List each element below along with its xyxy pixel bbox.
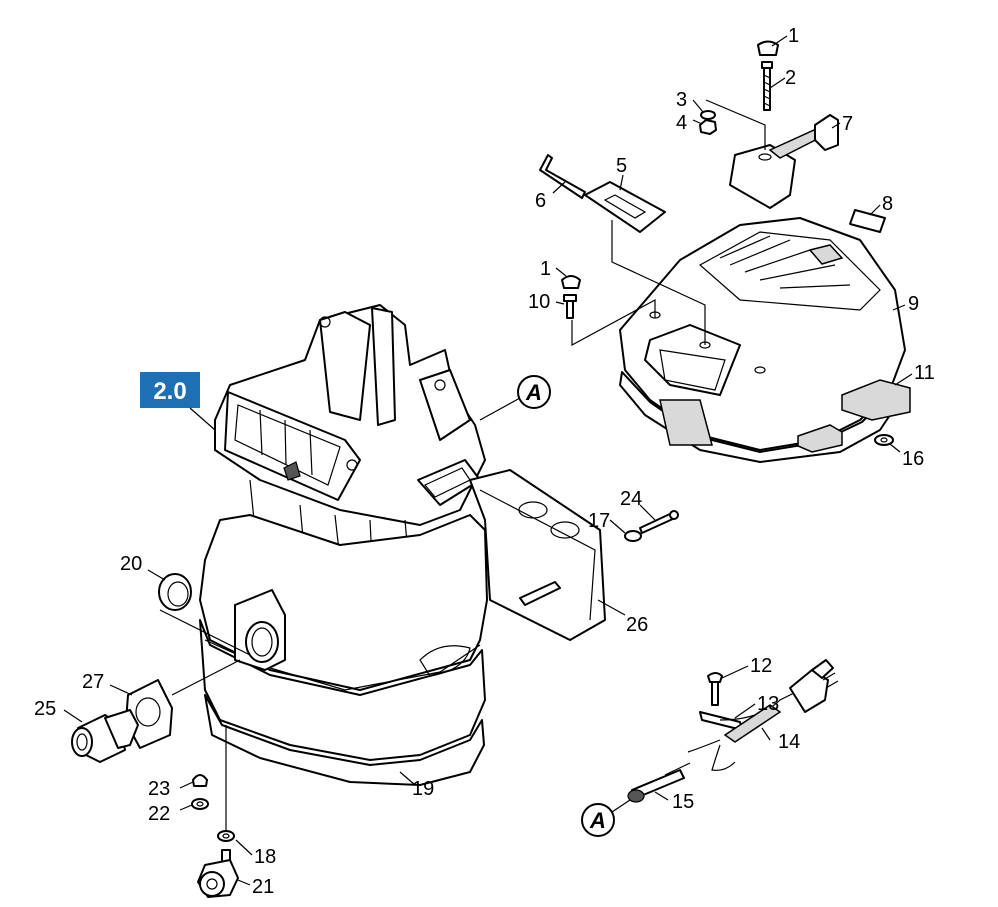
part-label-20: 20: [120, 553, 142, 575]
cable-plug-14: [687, 659, 839, 771]
part-labels: 1 2 3 4 7 5 6 8 1 10 9 11 16 24 17 26 20…: [34, 25, 935, 898]
ref-marker-top: A: [517, 375, 551, 409]
washer-part-16: [874, 434, 894, 446]
assembly-line-pad: [611, 220, 706, 345]
handle-part-7: [729, 114, 839, 209]
ref-A-leader-top: [479, 397, 521, 421]
ring-part-20: [158, 573, 192, 611]
section-badge: 2.0: [140, 372, 200, 408]
part-label-25: 25: [34, 698, 56, 720]
part-label-26: 26: [626, 614, 648, 636]
washer-nut-3-4: [699, 110, 717, 135]
part-label-12: 12: [750, 655, 772, 677]
part-label-13: 13: [757, 693, 779, 715]
castor-assembly: [191, 774, 239, 898]
part-label-18: 18: [254, 846, 276, 868]
part-label-2: 2: [785, 67, 796, 89]
ref-marker-bottom-leader: [611, 799, 631, 813]
cover-part-9: [619, 217, 906, 463]
connector-part-25: [71, 709, 139, 763]
part-label-9: 9: [908, 293, 919, 315]
part-label-6: 6: [535, 190, 546, 212]
section-badge-box: [140, 372, 200, 408]
ring-assembly-line: [159, 609, 251, 656]
ref-marker-top-text: A: [525, 380, 542, 405]
part-label-5: 5: [616, 155, 627, 177]
part-label-22: 22: [148, 803, 170, 825]
tank-part-19: [199, 514, 488, 786]
holder-part-26: [469, 469, 606, 641]
part-label-27: 27: [82, 671, 104, 693]
part-label-15: 15: [672, 791, 694, 813]
pin-part-15: [627, 762, 691, 803]
assembly-line-screw: [571, 298, 656, 347]
assembly-line-top: [705, 99, 766, 150]
ref-marker-bottom-text: A: [589, 808, 606, 833]
part-label-1-top: 1: [788, 25, 799, 47]
section-badge-text: 2.0: [153, 378, 186, 405]
pad-part-5: [584, 181, 666, 233]
part-label-14: 14: [778, 731, 800, 753]
label-part-8: [849, 209, 886, 233]
part-label-8: 8: [882, 193, 893, 215]
part-label-16: 16: [902, 448, 924, 470]
hexkey-part-6: [539, 154, 586, 199]
part-label-10: 10: [528, 291, 550, 313]
part-label-11: 11: [914, 362, 935, 384]
part-label-19: 19: [412, 778, 434, 800]
gasket-assembly-line: [171, 659, 241, 696]
part-label-23: 23: [148, 778, 170, 800]
holder-leader: [597, 599, 626, 616]
part-label-4: 4: [676, 112, 687, 134]
part-label-7: 7: [842, 113, 853, 135]
part-label-1-mid: 1: [540, 258, 551, 280]
part-label-3: 3: [676, 89, 687, 111]
label-leaders: [63, 35, 913, 886]
screw-washer-24-17: [624, 510, 679, 542]
cap-and-screw-top: [757, 40, 779, 111]
badge-leader: [189, 407, 216, 431]
part-label-21: 21: [252, 876, 274, 898]
ref-marker-bottom: A: [581, 803, 615, 837]
filter-part-11: [797, 379, 911, 453]
part-label-24: 24: [620, 488, 642, 510]
part-label-17: 17: [588, 510, 610, 532]
cap-and-screw-mid: [561, 275, 581, 319]
